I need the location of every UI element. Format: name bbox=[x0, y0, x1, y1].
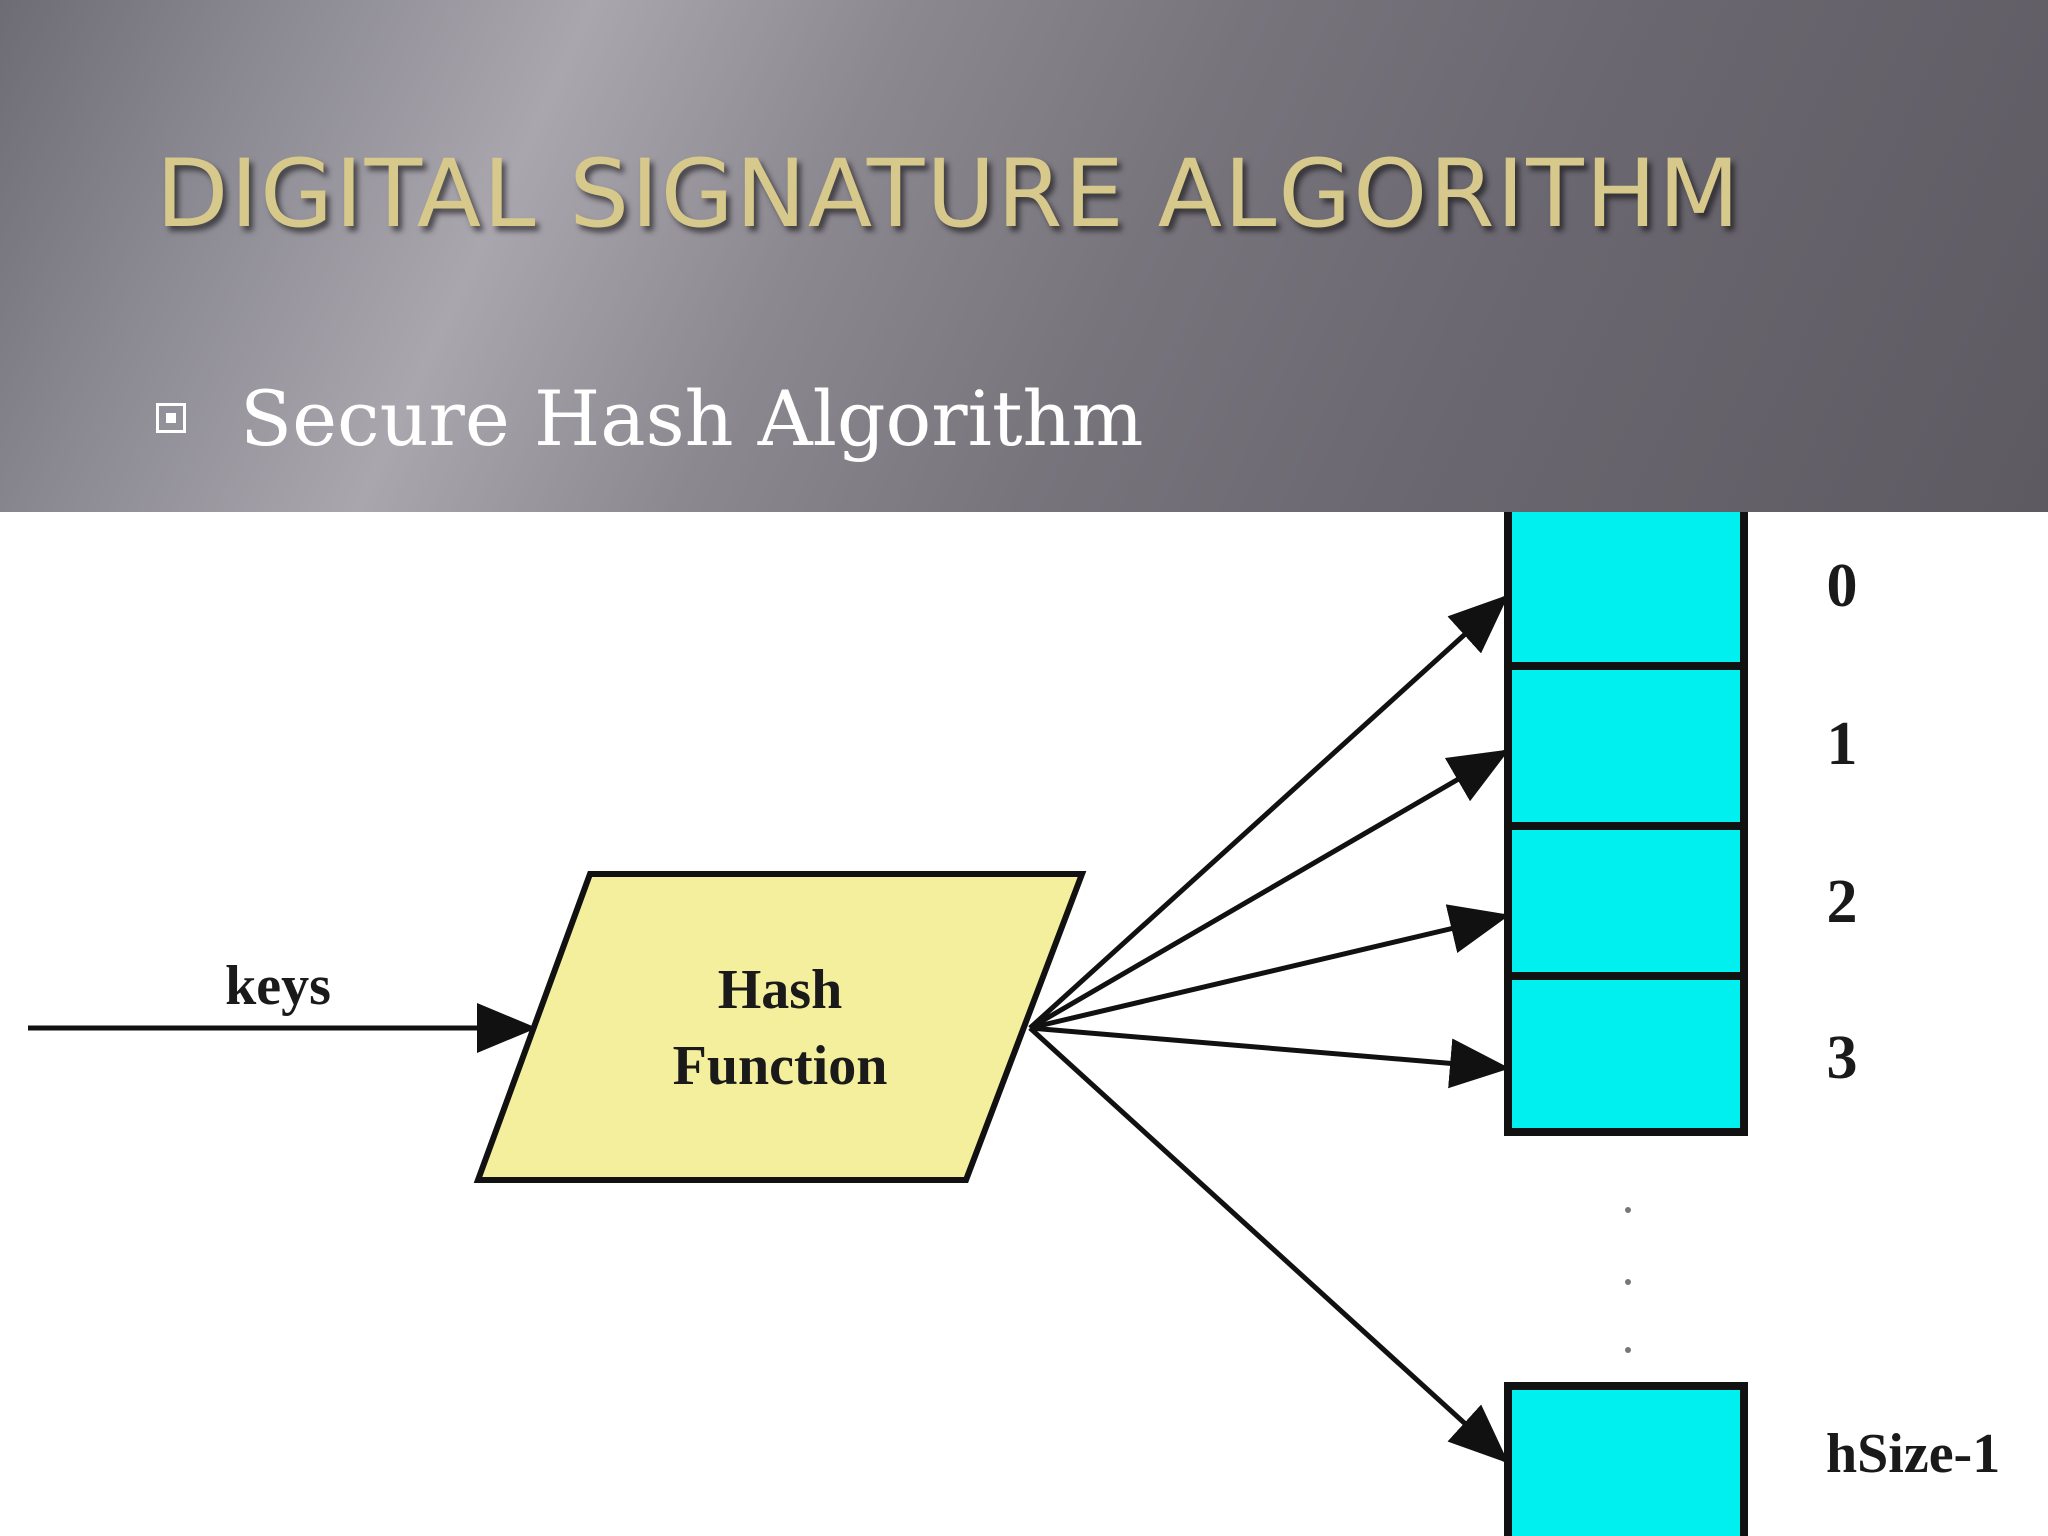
arrow-to-slot-0 bbox=[1028, 594, 1509, 1030]
hash-function-box bbox=[473, 871, 1087, 1183]
slot-label-1: 1 bbox=[1827, 710, 1858, 778]
arrow-to-slot-3 bbox=[1029, 1025, 1510, 1089]
hash-slot-1 bbox=[1504, 662, 1748, 830]
bullet-text: Secure Hash Algorithm bbox=[240, 373, 1144, 463]
ellipsis-dot bbox=[1625, 1207, 1631, 1213]
square-bullet-icon bbox=[156, 403, 186, 433]
hash-function-label-line2: Function bbox=[673, 1035, 888, 1097]
slot-label-0: 0 bbox=[1827, 552, 1858, 620]
hash-slot-2 bbox=[1504, 822, 1748, 980]
arrow-to-slot-2 bbox=[1029, 904, 1510, 1031]
slide-header: DIGITAL SIGNATURE ALGORITHM Secure Hash … bbox=[0, 0, 2048, 512]
hash-slot-0 bbox=[1504, 512, 1748, 670]
slot-label-3: 3 bbox=[1827, 1024, 1858, 1092]
keys-label: keys bbox=[225, 955, 331, 1017]
arrow-to-slot-1 bbox=[1028, 749, 1510, 1031]
bullet-item: Secure Hash Algorithm bbox=[156, 368, 1144, 468]
arrow-to-last-slot bbox=[1028, 1026, 1509, 1464]
hash-table-diagram: keys Hash Function 0 1 2 3 hSize-1 bbox=[28, 512, 2000, 1536]
slide-title: DIGITAL SIGNATURE ALGORITHM bbox=[156, 140, 1742, 249]
slot-label-2: 2 bbox=[1827, 868, 1858, 936]
ellipsis-dot bbox=[1625, 1279, 1631, 1285]
hash-slot-last bbox=[1504, 1382, 1748, 1536]
hash-slot-3 bbox=[1504, 972, 1748, 1136]
ellipsis-dot bbox=[1625, 1347, 1631, 1353]
slot-label-last: hSize-1 bbox=[1826, 1423, 2000, 1485]
hash-function-label-line1: Hash bbox=[718, 959, 843, 1021]
